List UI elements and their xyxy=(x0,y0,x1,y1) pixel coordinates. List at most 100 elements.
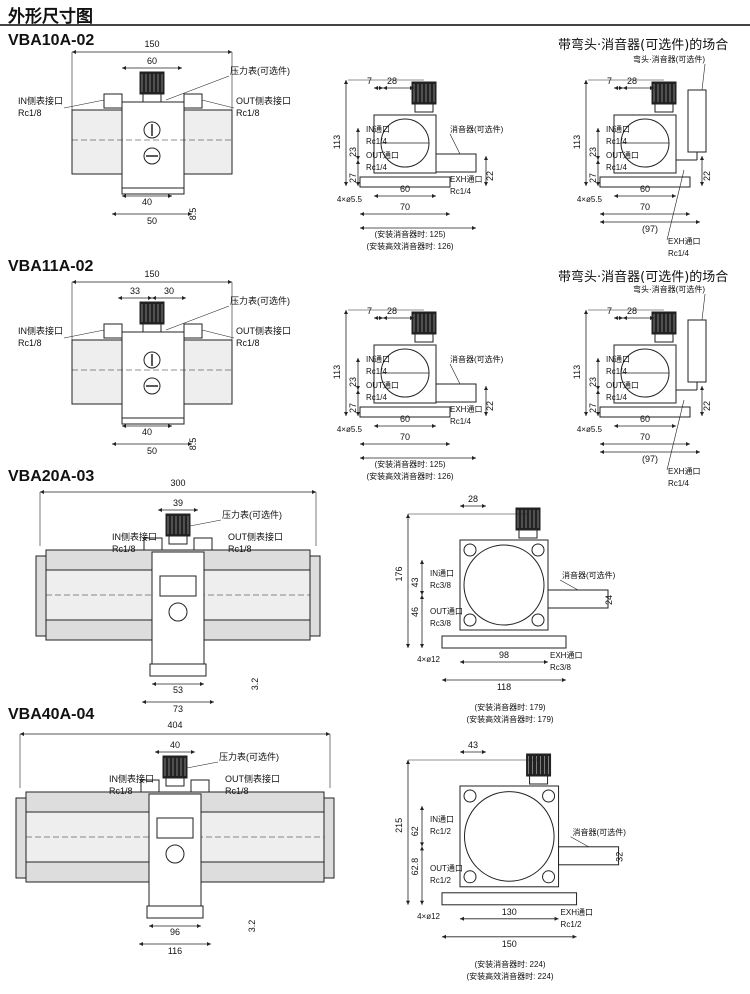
m0-elbow-exh-size: Rc1/4 xyxy=(668,249,689,258)
m0-side-dim-113-text: 113 xyxy=(332,135,342,149)
m3-side-dim-height-text: 215 xyxy=(394,818,404,833)
m0-elbow-dim-97-text: (97) xyxy=(642,224,658,234)
m2-side-note-2: (安装高效消音器时: 179) xyxy=(466,714,553,724)
m0-side-exh-label: EXH通口 xyxy=(450,174,482,184)
m1-elbow-out-size: Rc1/4 xyxy=(606,393,627,402)
m2-side-out-size: Rc3/8 xyxy=(430,619,451,628)
m1-dim-overall-text: 150 xyxy=(144,269,159,279)
m3-window xyxy=(156,817,194,839)
m1-side-note-1: (安装消音器时: 125) xyxy=(374,459,445,469)
m3-dim-overall-text: 404 xyxy=(167,720,182,730)
m3-side-gauge-dial xyxy=(526,753,552,777)
m3-side-silencer-leader xyxy=(570,836,589,848)
m2-side-exh-label: EXH通口 xyxy=(550,650,582,660)
m2-dim-overall-text: 300 xyxy=(170,478,185,488)
m0-side-in-size: Rc1/4 xyxy=(366,137,387,146)
m0-in-leader xyxy=(63,99,105,109)
m0-elbow-exh-label: EXH通口 xyxy=(668,236,700,246)
m3-gauge-dial xyxy=(162,755,188,779)
m1-base xyxy=(121,417,185,425)
m0-side-note-2: (安装高效消音器时: 126) xyxy=(366,241,453,251)
m0-elbow-dim-60-text: 60 xyxy=(640,184,650,194)
m0-elbow-out-size: Rc1/4 xyxy=(606,163,627,172)
m3-side-bolt-2 xyxy=(463,870,477,884)
m3-side-bolt-1 xyxy=(542,789,556,803)
m2-gauge-leader xyxy=(189,519,222,527)
m0-side-holes: 4×ø5.5 xyxy=(337,195,363,204)
m0-elbow-exh-leader xyxy=(666,169,685,241)
m1-elbow-in-label: IN通口 xyxy=(606,354,630,364)
m2-dim-inner-text: 53 xyxy=(173,685,183,695)
m3-side-dim-out-text: 62.8 xyxy=(410,858,420,876)
m1-side-silencer-label: 消音器(可选件) xyxy=(450,354,504,364)
m1-side-dim-28-text: 28 xyxy=(387,306,397,316)
m0-side-dim-7-text: 7 xyxy=(367,76,372,86)
m1-elbow-elbow-leader xyxy=(701,293,706,321)
m2-side-silencer-label: 消音器(可选件) xyxy=(562,570,616,580)
m2-side-dim-sil-text: 24 xyxy=(604,595,614,605)
m3-dim-32-text: 3.2 xyxy=(247,920,257,933)
m0-elbow-dim-28-text: 28 xyxy=(627,76,637,86)
m1-elbow-gauge-neck xyxy=(654,333,674,343)
m0-elbow-dim-113-text: 113 xyxy=(572,135,582,149)
m1-side-dim-7-text: 7 xyxy=(367,306,372,316)
m3-dim-outer-text: 116 xyxy=(168,946,182,956)
m2-side-dim-out-text: 46 xyxy=(410,607,420,617)
m0-elbow-dim-22-text: 22 xyxy=(702,171,712,181)
m1-dim-a-text: 33 xyxy=(130,286,140,296)
m1-gauge-neck xyxy=(142,323,162,333)
m3-side-in-label: IN通口 xyxy=(430,814,454,824)
m1-dim-40-text: 40 xyxy=(142,427,152,437)
m3-dial xyxy=(165,844,185,864)
m3-side-dim-sil-text: 32 xyxy=(615,852,625,862)
m1-in-gauge-port xyxy=(103,323,123,339)
m3-out-gauge-label: OUT侧表接口 xyxy=(225,773,280,784)
m0-gauge-leader xyxy=(165,75,230,101)
m1-dim-50-text: 50 xyxy=(147,446,157,456)
m0-side-silencer xyxy=(435,153,477,173)
m0-side-out-size: Rc1/4 xyxy=(366,163,387,172)
m2-side-bolt-3 xyxy=(531,613,545,627)
m2-side-bolt-2 xyxy=(463,613,477,627)
m1-elbow-dim-27-text: 27 xyxy=(588,403,598,413)
m1-elbow-dim-70-text: 70 xyxy=(640,432,650,442)
m0-out-gauge-size: Rc1/8 xyxy=(236,108,260,118)
m3-side-out-size: Rc1/2 xyxy=(430,876,451,885)
m0-elbow-holes: 4×ø5.5 xyxy=(577,195,603,204)
m1-elbow-dim-23-arrows xyxy=(596,358,600,390)
m2-gauge-dial xyxy=(165,513,191,537)
m1-elbow-dim-7-arrows xyxy=(614,316,623,320)
m0-elbow-dim-7-text: 7 xyxy=(607,76,612,86)
m3-side-gauge-neck xyxy=(529,775,549,785)
m3-side-out-label: OUT通口 xyxy=(430,863,463,873)
m1-dim-b-arrows xyxy=(152,296,186,300)
m0-elbow-gauge-neck xyxy=(654,103,674,113)
m0-in-gauge-port xyxy=(103,93,123,109)
m1-elbow-dim-60-text: 60 xyxy=(640,414,650,424)
m1-side-exh-size: Rc1/4 xyxy=(450,417,471,426)
m2-dim-center-text: 39 xyxy=(173,498,183,508)
m1-elbow-dim-97-text: (97) xyxy=(642,454,658,464)
page-title: 外形尺寸图 xyxy=(8,7,93,27)
m0-out-gauge-label: OUT侧表接口 xyxy=(236,95,291,106)
m2-in-gauge-size: Rc1/8 xyxy=(112,544,136,554)
m0-side-out-label: OUT通口 xyxy=(366,150,399,160)
m0-side-dim-23-text: 23 xyxy=(348,147,358,157)
m0-elbow-elbow-leader xyxy=(701,63,706,91)
m3-gauge-label: 压力表(可选件) xyxy=(219,751,279,762)
m0-side-dim-27-text: 27 xyxy=(348,173,358,183)
m2-side-out-label: OUT通口 xyxy=(430,606,463,616)
m1-elbow-gauge-dial xyxy=(651,311,677,335)
m1-elbow-exh-leader xyxy=(666,399,685,471)
m2-out-gauge-label: OUT侧表接口 xyxy=(228,531,283,542)
m3-gauge-leader xyxy=(186,761,219,769)
m1-gauge-label: 压力表(可选件) xyxy=(230,295,290,306)
m3-side-cylinder xyxy=(463,791,555,882)
m2-endcap-l xyxy=(35,555,47,637)
m1-side-exh-label: EXH通口 xyxy=(450,404,482,414)
m1-elbow-dim-113-text: 113 xyxy=(572,365,582,379)
m1-side-out-label: OUT通口 xyxy=(366,380,399,390)
m2-endcap-r xyxy=(309,555,321,637)
m3-side-silencer xyxy=(558,846,620,866)
m3-side-dim-outer-text: 150 xyxy=(502,939,517,949)
